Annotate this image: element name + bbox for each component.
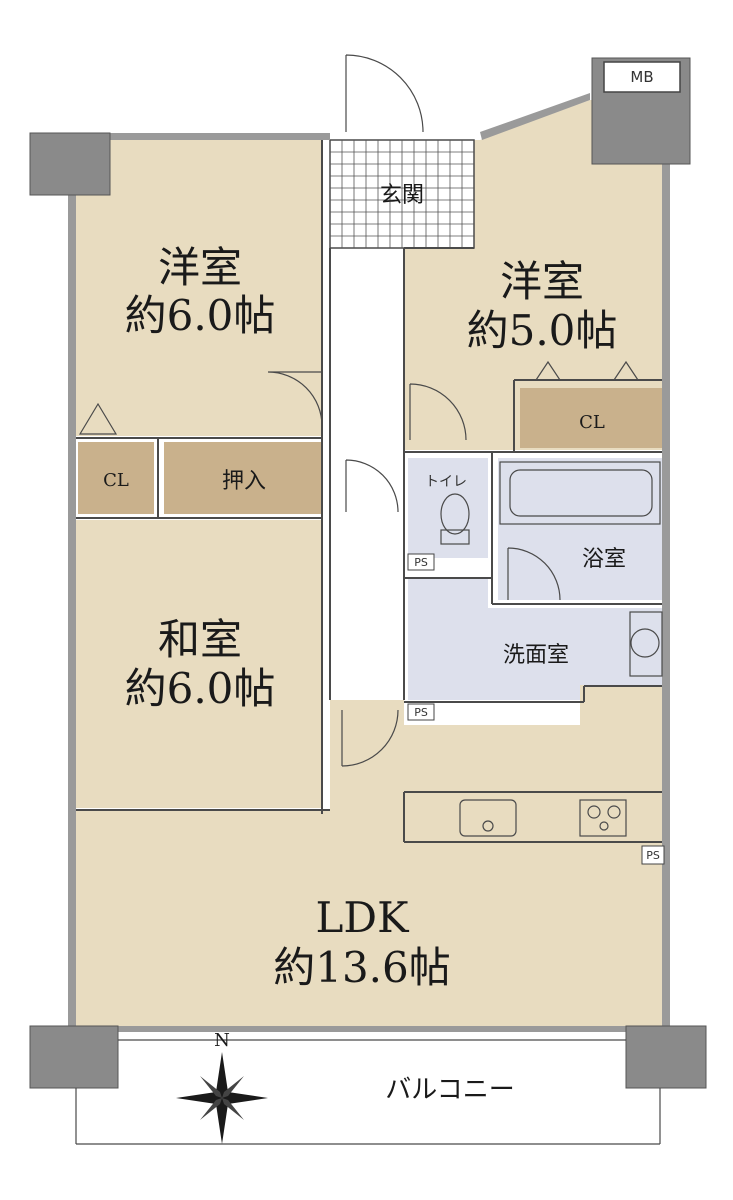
japanese-room-size: 約6.0帖 xyxy=(125,664,276,713)
ldk-name: LDK xyxy=(316,893,411,942)
entrance-tiles xyxy=(329,139,475,249)
compass-rose xyxy=(176,1052,268,1144)
pillar-top-left xyxy=(29,132,111,196)
pipe-space-1-label: PS xyxy=(414,556,428,569)
meter-box-label: MB xyxy=(630,68,653,86)
fixtures xyxy=(440,461,663,837)
washroom-label: 洗面室 xyxy=(503,643,569,668)
ldk-area xyxy=(76,685,662,1028)
toilet-label: トイレ xyxy=(425,474,467,490)
closet-left-label: CL xyxy=(103,470,129,491)
western-room-2-size: 約5.0帖 xyxy=(467,306,618,355)
compass-north-label: N xyxy=(214,1030,230,1051)
ldk-size: 約13.6帖 xyxy=(273,943,451,992)
balcony xyxy=(75,1039,661,1145)
oshiire-label: 押入 xyxy=(222,469,266,494)
pipe-space-2-label: PS xyxy=(414,706,428,719)
closet-left-area xyxy=(78,442,154,514)
japanese-room-area xyxy=(76,520,322,808)
pillar-bottom-left xyxy=(29,1025,119,1089)
interior-walls xyxy=(76,140,662,843)
bathroom-area xyxy=(498,458,662,600)
western-room-1-size: 約6.0帖 xyxy=(125,291,276,340)
pipe-space-3 xyxy=(641,845,665,865)
toilet-area xyxy=(408,458,488,558)
balcony-label: バルコニー xyxy=(385,1075,514,1105)
oshiire-area xyxy=(164,442,322,514)
meter-box xyxy=(603,61,681,93)
closet-upper-label: CL xyxy=(579,412,605,433)
pillar-bottom-right xyxy=(625,1025,707,1089)
washroom-area xyxy=(408,578,662,700)
western-room-1-area xyxy=(76,140,322,436)
western-room-2-name: 洋室 xyxy=(500,257,584,306)
pipe-space-2 xyxy=(407,703,435,721)
door-swings xyxy=(78,54,640,767)
pipe-space-1 xyxy=(407,553,435,571)
outer-walls xyxy=(68,93,670,1032)
pipe-space-3-label: PS xyxy=(646,849,660,862)
entrance-label: 玄関 xyxy=(380,183,424,208)
western-room-1-name: 洋室 xyxy=(158,243,242,292)
bathroom-label: 浴室 xyxy=(582,547,626,572)
japanese-room-name: 和室 xyxy=(158,615,242,664)
closet-upper-area xyxy=(520,388,662,448)
